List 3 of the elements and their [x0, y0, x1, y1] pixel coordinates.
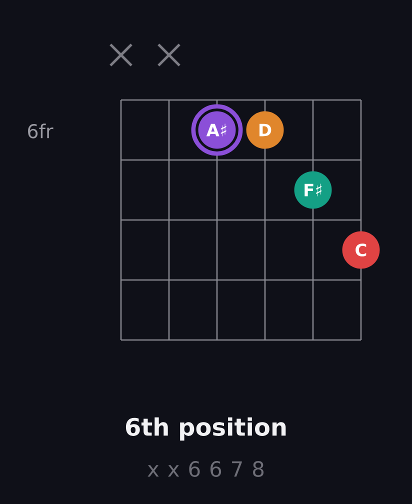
fret-number: 6fr	[28, 124, 54, 138]
chord-title: 6th position	[126, 417, 286, 441]
fret-pattern: x x 6 6 7 8	[148, 461, 264, 477]
